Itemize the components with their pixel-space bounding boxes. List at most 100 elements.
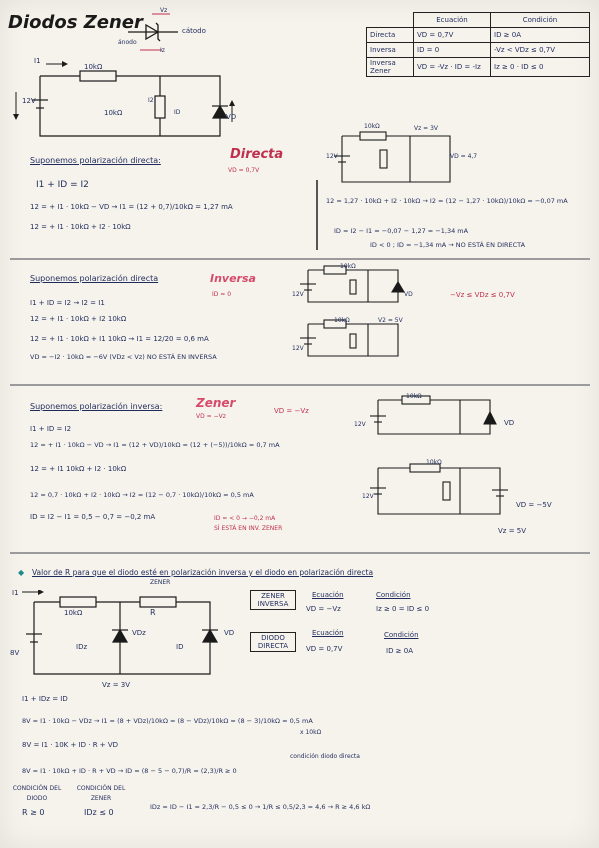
section2-circuit2-v: 12V — [292, 345, 304, 352]
section2-circuit-r: 10kΩ — [340, 263, 356, 270]
table-cell: ID = 0 — [413, 42, 491, 58]
section1-circuit-v: 12V — [326, 153, 338, 160]
label-r2: 10kΩ — [104, 109, 123, 117]
cond-zener-header: CONDICIÓN DEL ZENER — [76, 785, 126, 802]
section-separator — [10, 384, 590, 386]
legend-iz: Iz — [160, 47, 165, 54]
section3-circuit-v: 12V — [354, 421, 366, 428]
section1-right1: 12 = 1,27 · 10kΩ + I2 · 10kΩ → I2 = (12 … — [326, 197, 568, 205]
section2-mode-sub: ID = 0 — [212, 291, 232, 298]
legend-vz: Vz — [160, 7, 168, 14]
section1-circuit-r: 10kΩ — [364, 123, 380, 130]
section4-label-vdz: VDz — [132, 629, 146, 637]
section3-note1: ID = < 0 → −0,2 mA — [214, 515, 276, 522]
circuit-diagram-main — [13, 61, 235, 137]
section1-mode-sub: VD = 0,7V — [228, 167, 260, 174]
table-cell: -Vz < VDz ≤ 0,7V — [490, 42, 590, 58]
cond-zener: IDz ≤ 0 — [84, 808, 114, 817]
page-title: Diodos Zener — [8, 12, 143, 33]
section3-circuit2-vz: Vz = 5V — [498, 527, 527, 535]
section4-label-idz: IDz — [76, 643, 88, 651]
circuit-diagram-section3a — [370, 395, 497, 435]
label-i1: I1 — [34, 57, 41, 65]
section2-heading: Suponemos polarización directa — [30, 274, 159, 283]
modes-table: Ecuación Condición Directa VD = 0,7V ID … — [366, 12, 590, 77]
section2-eq1: I1 + ID = I2 → I2 = I1 — [30, 299, 105, 307]
cond-diodo-header: CONDICIÓN DEL DIODO — [12, 785, 62, 802]
box-zener-inversa: ZENER INVERSA — [250, 590, 296, 610]
section3-note2: SÍ ESTÁ EN INV. ZENER — [214, 525, 283, 532]
section1-circuit-vz: Vz = 3V — [414, 125, 439, 132]
label-vd: VD — [226, 113, 237, 121]
section4-label-id: ID — [176, 643, 184, 651]
table-cell: Iz ≥ 0 · ID ≤ 0 — [490, 57, 590, 77]
table-cell: VD = 0,7V — [413, 27, 491, 43]
section4-label-r1: 10kΩ — [64, 609, 83, 617]
table-cell: ID ≥ 0A — [490, 27, 590, 43]
section4-eq4: 8V = I1 · 10kΩ + ID · R + VD → ID = (8 −… — [22, 767, 237, 775]
table-row: Inversa Zener VD = -Vz · ID = -Iz Iz ≥ 0… — [366, 57, 590, 77]
section3-eq2: 12 = + I1 · 10kΩ − VD → I1 = (12 + VD)/1… — [30, 441, 280, 449]
section3-circuit2-r: 10kΩ — [426, 459, 442, 466]
section-separator — [10, 258, 590, 260]
zener-symbol-legend — [128, 13, 178, 51]
section1-right2: ID = I2 − I1 = −0,07 − 1,27 = −1,34 mA — [334, 227, 469, 235]
section2-circuit-vd: VD — [404, 291, 413, 298]
label-r1: 10kΩ — [84, 63, 103, 71]
section2-circuit2-r: 10kΩ — [334, 317, 350, 324]
section3-circuit2-v: 12V — [362, 493, 374, 500]
section2-eq2: 12 = + I1 · 10kΩ + I2 10kΩ — [30, 315, 127, 323]
section1-circuit-vd: VD = 4,7 — [450, 153, 478, 160]
table-cell: Directa — [366, 27, 414, 43]
box2-eq-header: Ecuación — [312, 629, 344, 637]
section1-eq1: I1 + ID = I2 — [36, 180, 89, 190]
table-row: Directa VD = 0,7V ID ≥ 0A — [366, 27, 590, 43]
box1-eq: VD = −Vz — [306, 605, 341, 613]
box2-cond: ID ≥ 0A — [386, 647, 414, 655]
circuit-diagram-section3b — [370, 463, 508, 515]
table-cell: Inversa — [366, 42, 414, 58]
section3-mode: Zener — [196, 396, 236, 410]
section3-mode-sub: VD = −Vz — [196, 413, 226, 420]
section3-eq1: I1 + ID = I2 — [30, 425, 72, 433]
section4-label-i1: I1 — [12, 589, 19, 597]
circuit-diagram-section1 — [334, 131, 451, 183]
section2-cond: −Vz ≤ VDz ≤ 0,7V — [450, 291, 515, 299]
table-header-ecuacion: Ecuación — [413, 12, 491, 28]
circuit-diagram-section2a — [300, 265, 405, 303]
section4-eq2b: x 10kΩ — [300, 729, 322, 736]
section4-label-r: R — [150, 608, 156, 617]
box2-cond-header: Condición — [384, 631, 419, 639]
section4-label-vd: VD — [224, 629, 235, 637]
box1-eq-header: Ecuación — [312, 591, 344, 599]
section3-circuit-r: 10kΩ — [406, 393, 422, 400]
label-i2: I2 — [148, 97, 154, 104]
section3-eq3: 12 = + I1 10kΩ + I2 · 10kΩ — [30, 465, 127, 473]
section2-circuit2-vz: V2 = 5V — [378, 317, 403, 324]
table-header-condicion: Condición — [490, 12, 590, 28]
box1-cond: Iz ≥ 0 = ID ≤ 0 — [376, 605, 430, 613]
section3-mode-note: VD = −Vz — [274, 407, 309, 415]
table-cell: Inversa Zener — [366, 57, 414, 77]
section-separator — [10, 552, 590, 554]
box2-eq: VD = 0,7V — [306, 645, 343, 653]
label-id: ID — [174, 109, 181, 116]
label-12v: 12V — [22, 97, 36, 105]
cond-diodo: R ≥ 0 — [22, 808, 45, 817]
section1-eq3: 12 = + I1 · 10kΩ + I2 · 10kΩ — [30, 223, 131, 231]
section4-final: IDz = ID − I1 = 2,3/R − 0,5 ≤ 0 → 1/R ≤ … — [150, 803, 371, 811]
section2-circuit-v: 12V — [292, 291, 304, 298]
section4-heading: Valor de R para que el diodo esté en pol… — [32, 568, 374, 577]
bullet-icon: ◆ — [18, 568, 25, 577]
legend-anodo: ánodo — [118, 39, 137, 46]
section3-eq5: ID = I2 − I1 = 0,5 − 0,7 = −0,2 mA — [30, 513, 156, 521]
section3-circuit-vd: VD — [504, 419, 515, 427]
section4-eq4-note: condición diodo directa — [290, 753, 360, 760]
section4-eq2: 8V = I1 · 10kΩ − VDz → I1 = (8 + VDz)/10… — [22, 717, 313, 725]
box-diodo-directa: DIODO DIRECTA — [250, 632, 296, 652]
box1-cond-header: Condición — [376, 591, 411, 599]
section1-divider — [316, 180, 318, 250]
section2-eq4: VD = −I2 · 10kΩ = −6V (VDz < Vz) NO ESTÁ… — [30, 353, 217, 361]
section2-mode: Inversa — [210, 272, 256, 285]
